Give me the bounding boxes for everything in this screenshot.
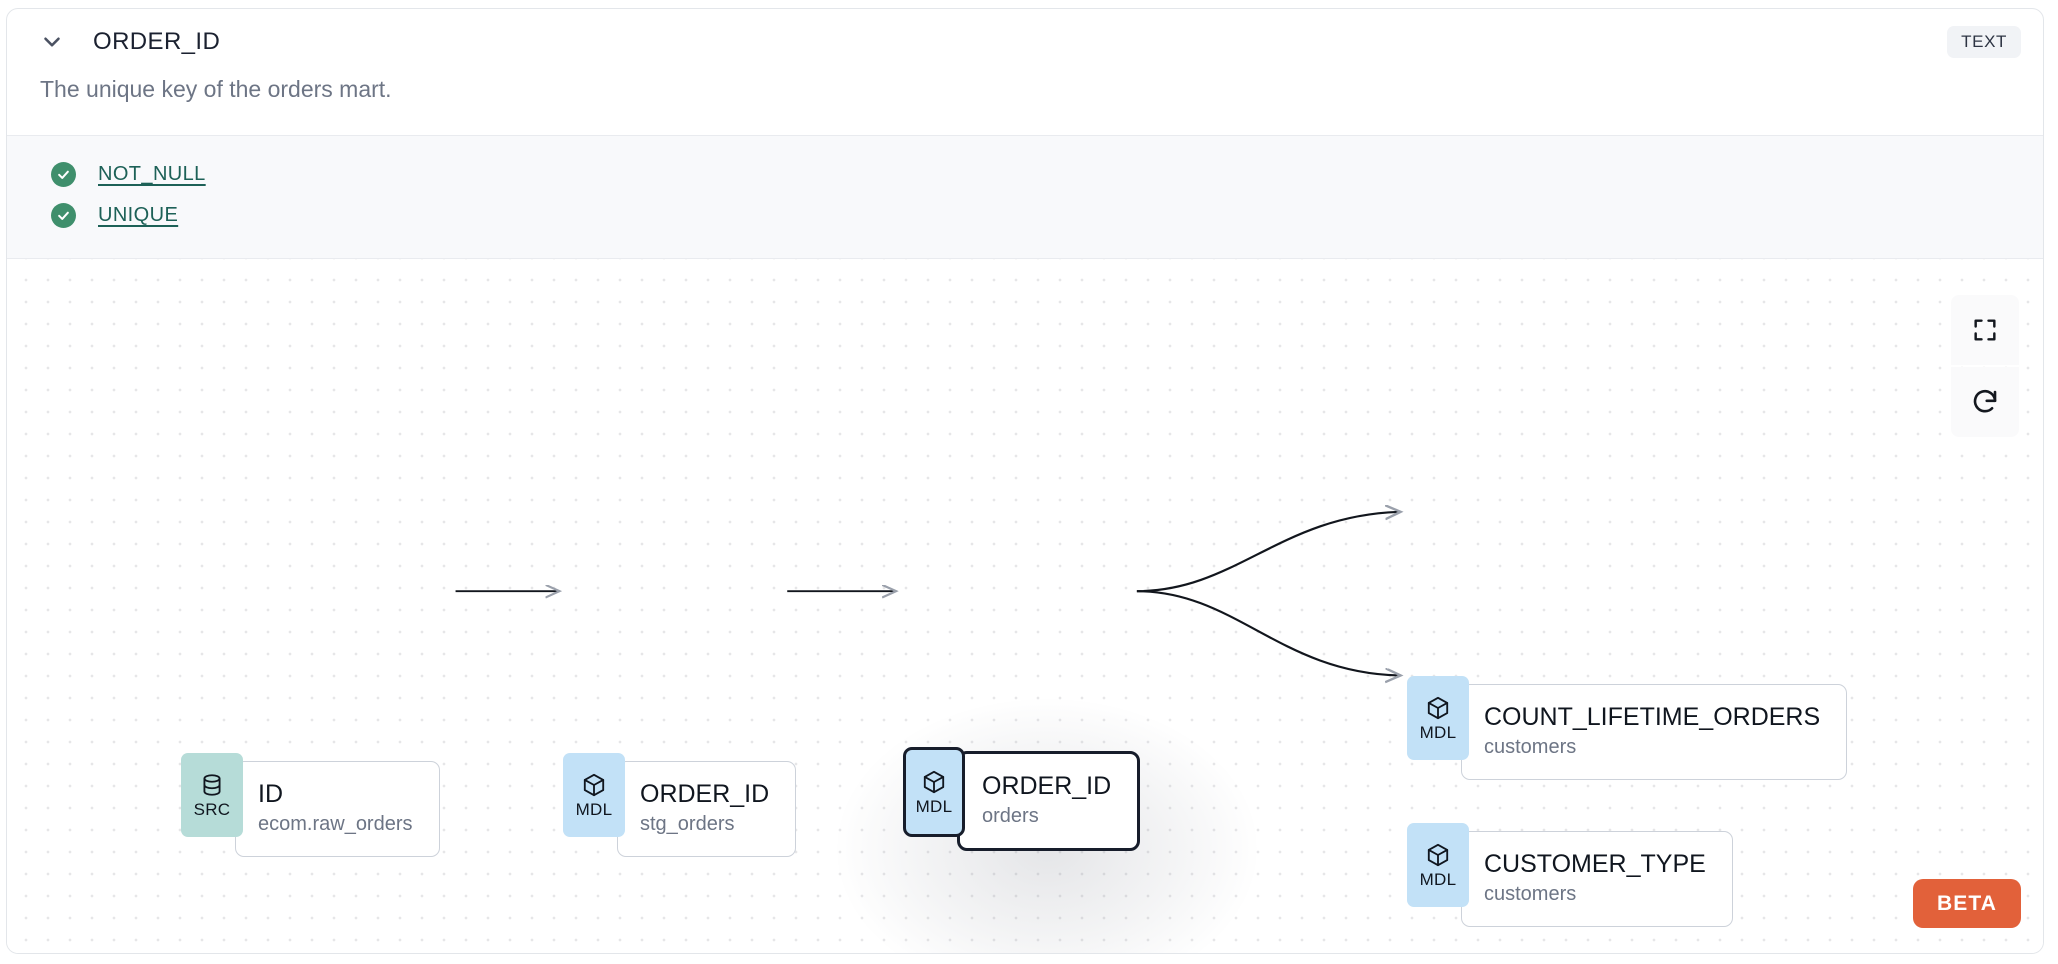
column-type-badge: TEXT: [1947, 26, 2021, 58]
node-kind-label: MDL: [575, 799, 613, 819]
node-name: ORDER_ID: [982, 772, 1112, 801]
canvas-controls: [1951, 294, 2019, 437]
test-link-not-null[interactable]: NOT_NULL: [98, 162, 206, 185]
node-kind-label: MDL: [1419, 869, 1457, 889]
node-name: ORDER_ID: [640, 780, 770, 809]
beta-badge[interactable]: BETA: [1912, 879, 2021, 928]
test-row: UNIQUE: [7, 195, 2043, 236]
column-description: The unique key of the orders mart.: [40, 76, 392, 102]
refresh-icon[interactable]: [1951, 366, 2019, 437]
database-icon: [203, 774, 221, 796]
node-resource: orders: [982, 804, 1039, 827]
chevron-down-icon[interactable]: [37, 27, 67, 57]
cube-icon: [1427, 843, 1449, 866]
lineage-node-orders-order-id[interactable]: MDL ORDER_ID orders: [903, 746, 1141, 851]
node-resource: customers: [1484, 735, 1577, 758]
node-body: ORDER_ID stg_orders: [617, 760, 797, 857]
fit-screen-icon[interactable]: [1951, 294, 2019, 365]
node-resource: customers: [1484, 882, 1577, 905]
cube-icon: [583, 773, 605, 796]
node-kind-badge-mdl: MDL: [903, 746, 965, 837]
lineage-canvas[interactable]: SRC ID ecom.raw_orders MDL: [7, 258, 2043, 953]
page-title: ORDER_ID: [93, 28, 221, 55]
node-body: ORDER_ID orders: [957, 750, 1141, 851]
node-name: ID: [258, 780, 283, 809]
lineage-node-count-lifetime-orders[interactable]: MDL COUNT_LIFETIME_ORDERS customers: [1407, 674, 1848, 780]
node-body: COUNT_LIFETIME_ORDERS customers: [1461, 683, 1848, 780]
edge-n3-n5: [1136, 589, 1401, 675]
node-resource: stg_orders: [640, 812, 735, 835]
lineage-node-stg-order-id[interactable]: MDL ORDER_ID stg_orders: [563, 751, 797, 857]
card-header: ORDER_ID TEXT: [7, 9, 2043, 75]
tests-section: NOT_NULL UNIQUE: [7, 134, 2043, 259]
node-kind-badge-src: SRC: [181, 752, 243, 837]
cube-icon: [923, 770, 945, 793]
lineage-node-id[interactable]: SRC ID ecom.raw_orders: [181, 751, 440, 857]
node-resource: ecom.raw_orders: [258, 812, 413, 835]
edge-n3-n4: [1136, 512, 1401, 593]
node-body: ID ecom.raw_orders: [235, 760, 440, 857]
node-kind-badge-mdl: MDL: [563, 752, 625, 837]
node-body: CUSTOMER_TYPE customers: [1461, 830, 1733, 927]
node-kind-label: SRC: [193, 799, 231, 819]
cube-icon: [1427, 696, 1449, 719]
column-detail-card: ORDER_ID TEXT The unique key of the orde…: [6, 8, 2044, 954]
node-kind-label: MDL: [1419, 722, 1457, 742]
check-circle-icon: [51, 161, 76, 187]
node-kind-badge-mdl: MDL: [1407, 675, 1469, 760]
node-name: COUNT_LIFETIME_ORDERS: [1484, 703, 1821, 732]
node-kind-badge-mdl: MDL: [1407, 822, 1469, 907]
test-link-unique[interactable]: UNIQUE: [98, 203, 179, 226]
check-circle-icon: [51, 202, 76, 228]
node-kind-label: MDL: [915, 796, 953, 816]
node-name: CUSTOMER_TYPE: [1484, 850, 1706, 879]
test-row: NOT_NULL: [7, 154, 2043, 195]
lineage-node-customer-type[interactable]: MDL CUSTOMER_TYPE customers: [1407, 821, 1733, 927]
